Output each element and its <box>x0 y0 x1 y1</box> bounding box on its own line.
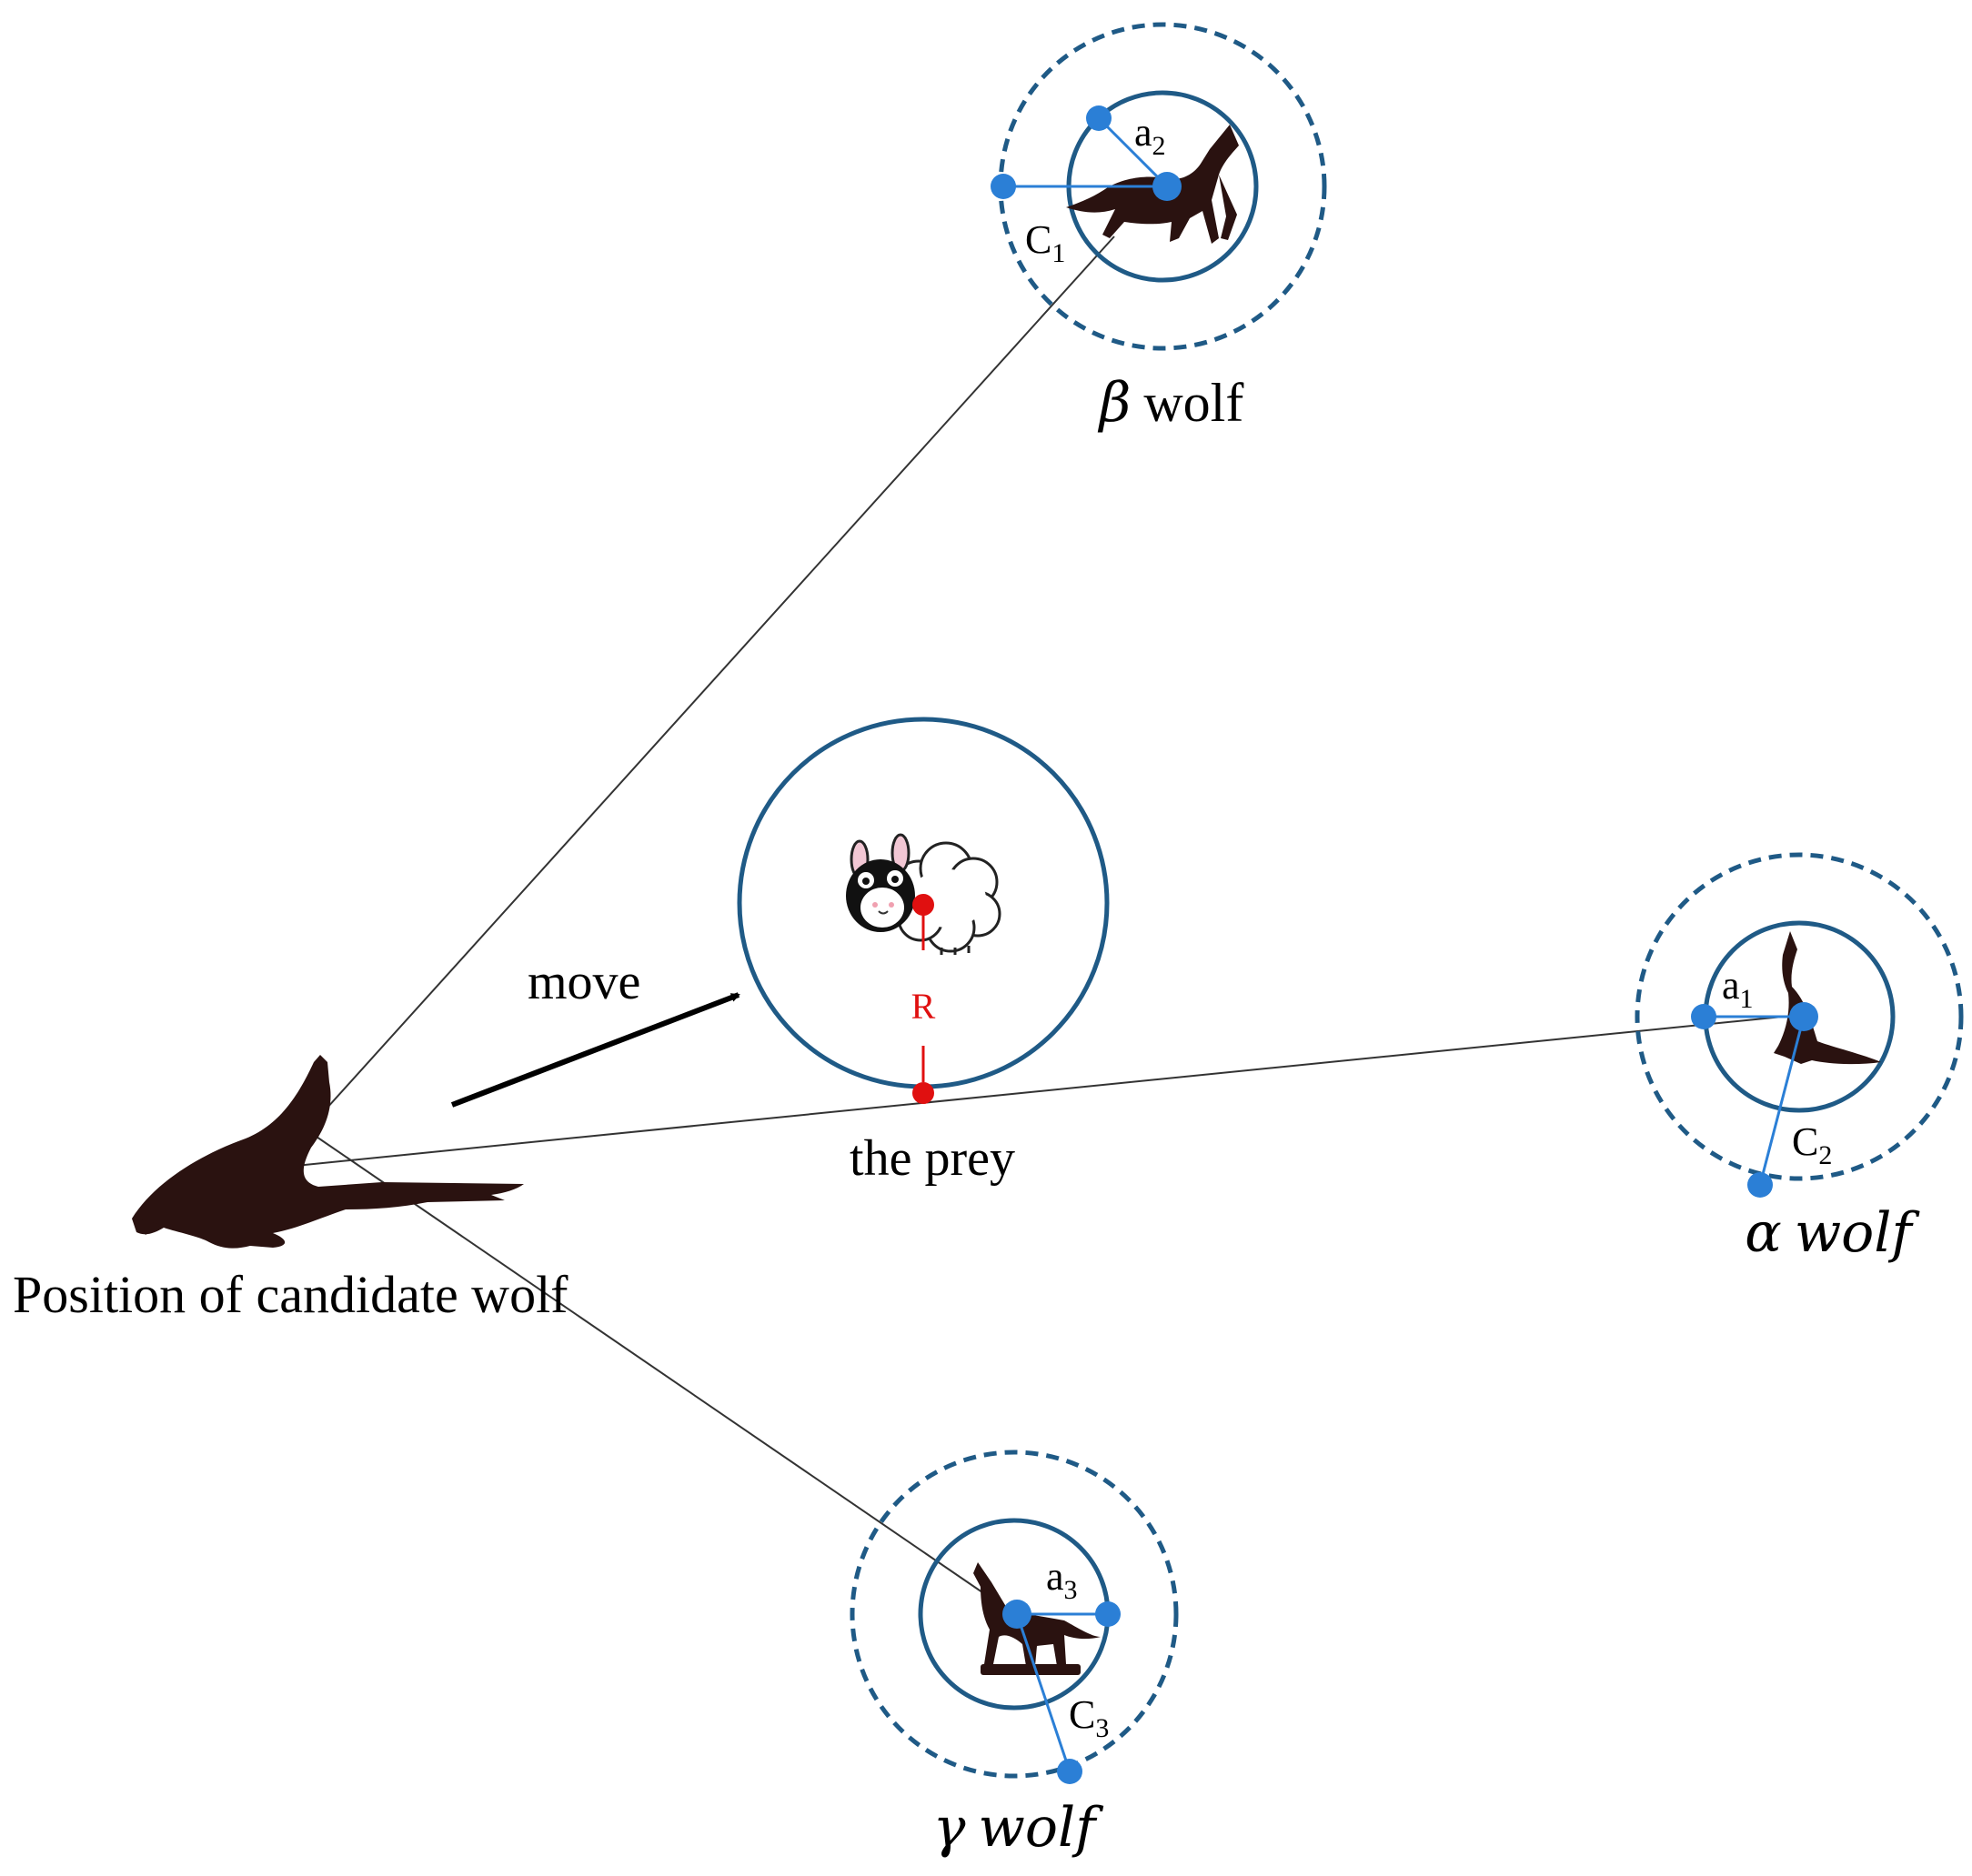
prey-group: R <box>737 717 1110 1104</box>
sheep-icon <box>846 833 1001 955</box>
prey-label: the prey <box>850 1130 1015 1187</box>
alpha-outer-dashed-circle <box>1635 852 1964 1181</box>
line-to-alpha-wolf <box>295 1016 1784 1167</box>
alpha-c-line <box>1758 1016 1806 1186</box>
alpha-a-label: a1 <box>1722 963 1754 1014</box>
radius-label: R <box>911 986 936 1027</box>
gamma-center-marker <box>1002 1600 1031 1629</box>
gamma-a-marker <box>1095 1601 1121 1627</box>
move-label: move <box>528 954 640 1010</box>
wolf-on-base-icon <box>973 1562 1101 1675</box>
gamma-c-label: C3 <box>1069 1692 1109 1743</box>
alpha-a-marker <box>1691 1004 1716 1029</box>
wolf-lying-icon <box>132 1055 524 1249</box>
gamma-outer-dashed-circle <box>850 1450 1179 1779</box>
move-arrow <box>450 992 740 1108</box>
beta-a-marker <box>1086 105 1112 131</box>
gamma-c-line <box>1015 1613 1072 1772</box>
alpha-c-label: C2 <box>1792 1119 1832 1170</box>
beta-c-marker <box>991 174 1016 199</box>
connection-lines <box>295 236 1784 1615</box>
beta-a-label: a2 <box>1134 110 1166 161</box>
prey-edge-marker <box>912 1082 934 1104</box>
prey-center-marker <box>912 894 934 916</box>
gamma-c-marker <box>1057 1759 1082 1784</box>
alpha-center-marker <box>1789 1002 1818 1031</box>
beta-center-marker <box>1152 172 1182 201</box>
candidate-wolf-label: Position of candidate wolf <box>13 1265 568 1324</box>
gamma-a-label: a3 <box>1046 1554 1078 1605</box>
beta-c-label: C1 <box>1025 217 1065 268</box>
line-to-gamma-wolf <box>313 1134 1015 1615</box>
line-to-beta-wolf <box>308 236 1115 1129</box>
beta-a-line <box>1097 116 1169 188</box>
alpha-c-marker <box>1747 1172 1773 1198</box>
wolf-howling-icon <box>1066 125 1239 244</box>
